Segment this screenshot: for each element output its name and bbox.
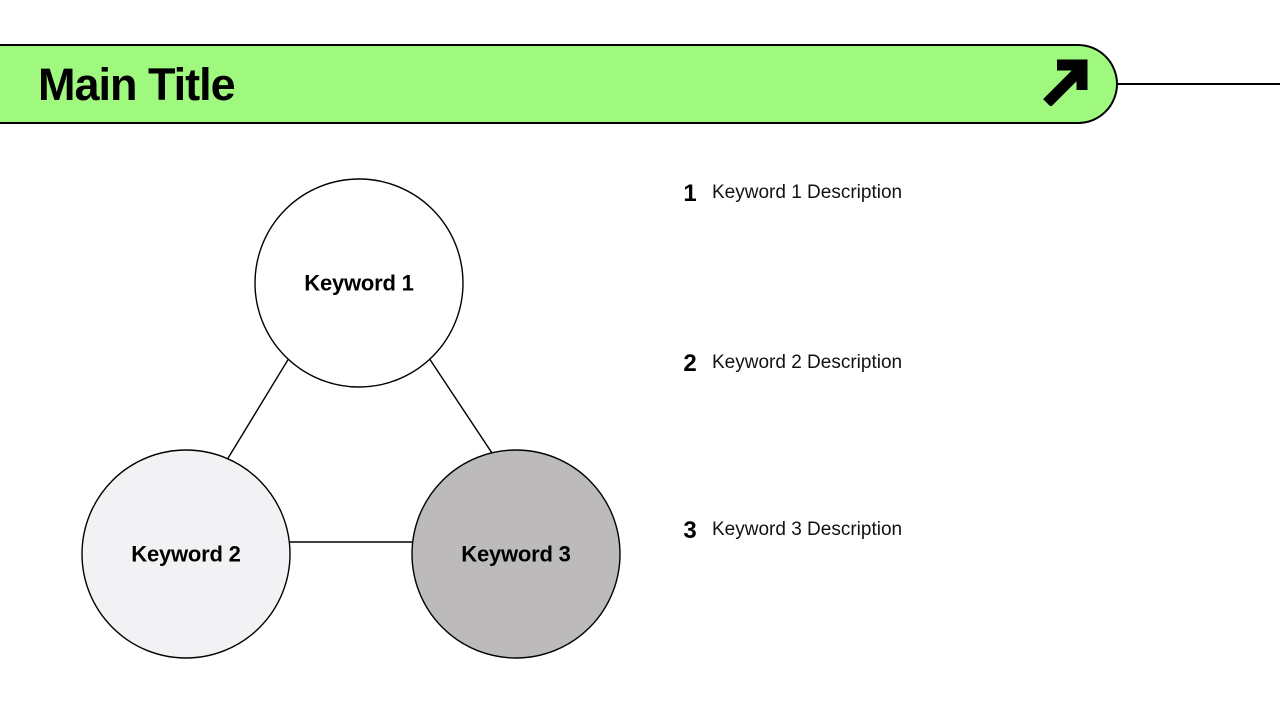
diagram-node-keyword-1: Keyword 1 bbox=[254, 178, 464, 388]
triangle-diagram: Keyword 1 Keyword 2 Keyword 3 bbox=[81, 178, 621, 659]
item-number: 2 bbox=[683, 350, 697, 377]
item-number: 3 bbox=[683, 517, 697, 544]
item-description: Keyword 3 Description bbox=[712, 519, 903, 540]
list-item: 2 Keyword 2 Description bbox=[672, 347, 903, 377]
keyword-2-circle bbox=[81, 449, 291, 659]
diagram-node-keyword-3: Keyword 3 bbox=[411, 449, 621, 659]
list-item: 3 Keyword 3 Description bbox=[672, 514, 903, 544]
diagram-node-keyword-2: Keyword 2 bbox=[81, 449, 291, 659]
keyword-1-circle bbox=[254, 178, 464, 388]
keyword-1-label: Keyword 1 bbox=[304, 271, 413, 296]
item-description: Keyword 1 Description bbox=[712, 182, 903, 203]
header-connector-line bbox=[1100, 83, 1280, 85]
keyword-2-label: Keyword 2 bbox=[131, 542, 240, 567]
item-description: Keyword 2 Description bbox=[712, 352, 903, 373]
keyword-3-label: Keyword 3 bbox=[461, 542, 570, 567]
keyword-3-circle bbox=[411, 449, 621, 659]
arrow-up-right-icon bbox=[1041, 58, 1089, 106]
title-bar: Main Title bbox=[0, 44, 1118, 124]
list-item: 1 Keyword 1 Description bbox=[672, 177, 903, 207]
page-title: Main Title bbox=[38, 58, 236, 110]
item-number: 1 bbox=[683, 180, 697, 207]
